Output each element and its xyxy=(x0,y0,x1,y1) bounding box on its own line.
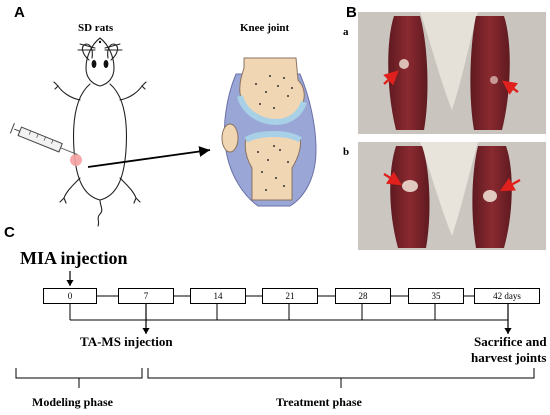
modeling-phase-label: Modeling phase xyxy=(32,395,114,409)
rat-title: SD rats xyxy=(78,22,114,34)
day-box-35: 35 xyxy=(408,288,464,304)
mia-injection-label: MIA injection xyxy=(20,248,128,268)
sacrifice-label-line2: harvest joints xyxy=(471,350,547,365)
day-box-7: 7 xyxy=(118,288,174,304)
panel-c-letter: C xyxy=(4,224,15,241)
injection-site xyxy=(70,154,82,166)
photo-b-label: b xyxy=(343,146,350,158)
day-box-14: 14 xyxy=(190,288,246,304)
photo-a-label: a xyxy=(343,26,349,38)
treatment-phase-label: Treatment phase xyxy=(276,395,362,409)
panel-a-letter: A xyxy=(14,4,25,21)
sacrifice-label-line1: Sacrifice and xyxy=(474,334,547,349)
day-box-0: 0 xyxy=(43,288,97,304)
photo-a xyxy=(358,12,546,134)
day-box-42: 42 days xyxy=(474,288,540,304)
knee-title: Knee joint xyxy=(240,22,290,34)
day-box-21: 21 xyxy=(262,288,318,304)
photo-b xyxy=(358,142,546,250)
day-box-28: 28 xyxy=(335,288,391,304)
ta-ms-injection-label: TA-MS injection xyxy=(80,334,173,349)
panel-b-letter: B xyxy=(346,4,357,21)
